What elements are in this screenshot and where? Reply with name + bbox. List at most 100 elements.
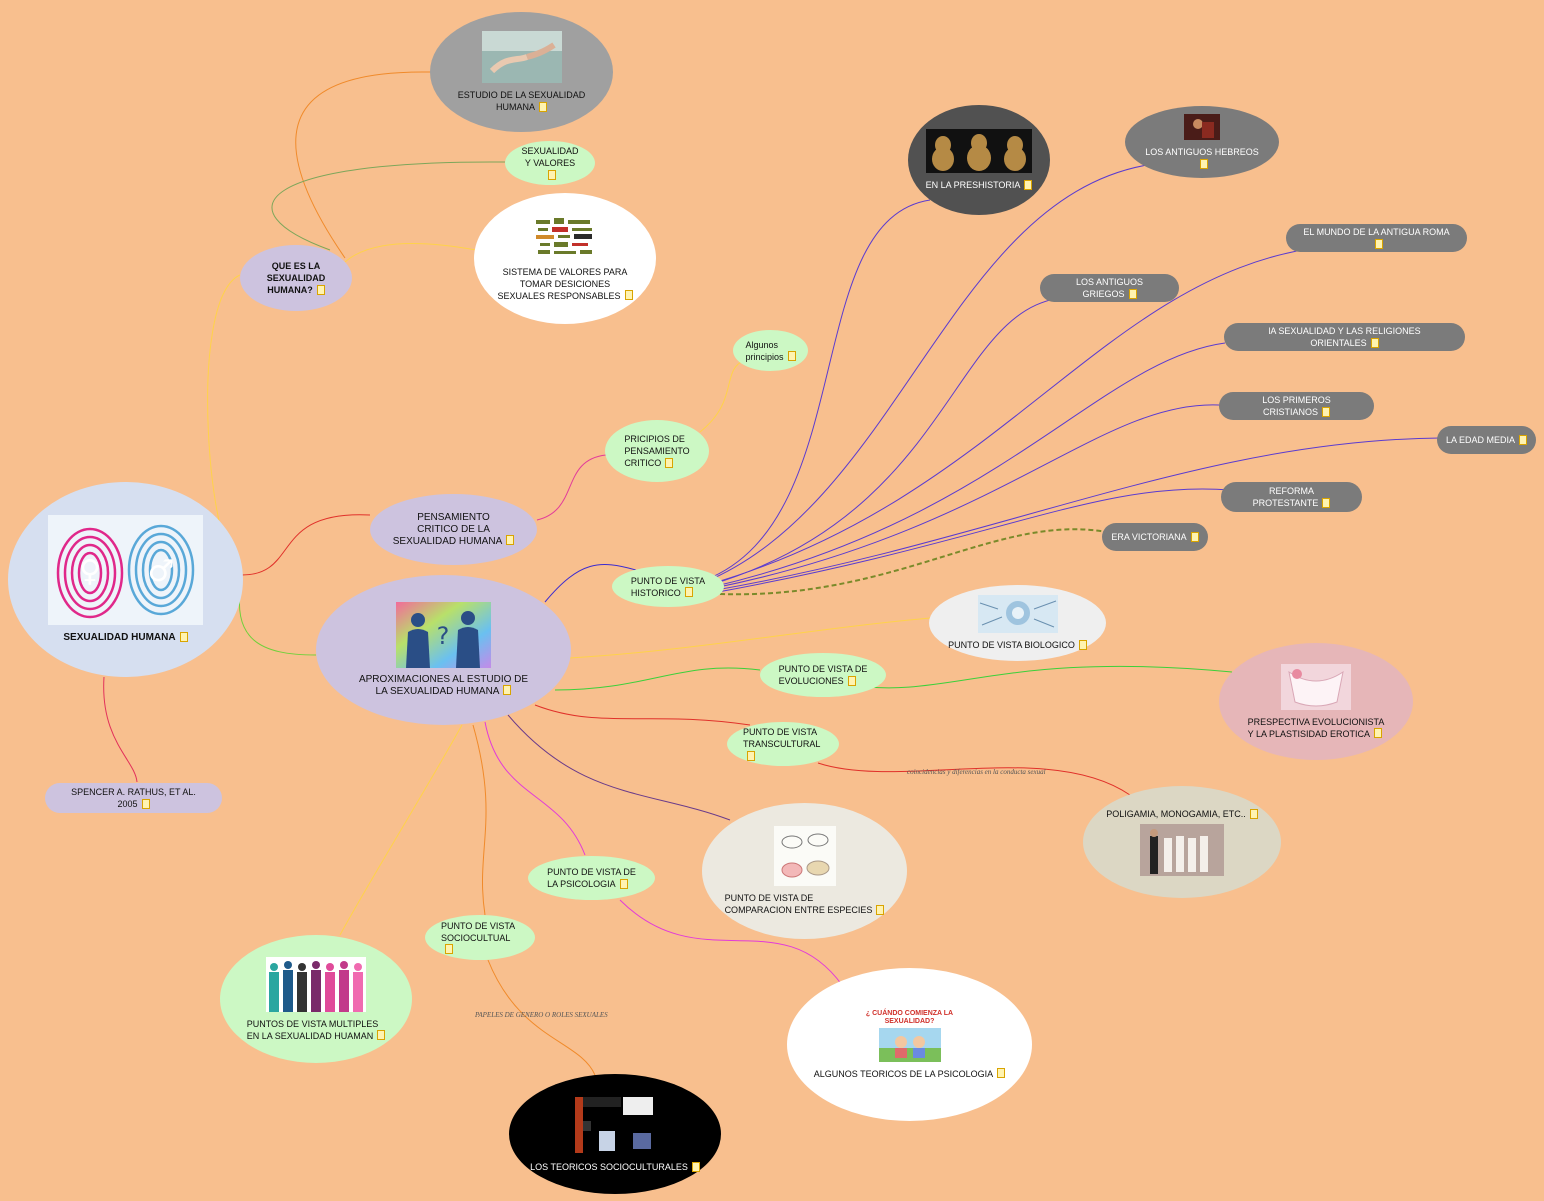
svg-text:♀: ♀ [79,554,101,589]
node-prehistoria[interactable]: EN LA PRESHISTORIA [908,105,1050,215]
griegos-label: LOS ANTIGUOS GRIEGOS [1075,277,1144,299]
note-icon [1078,639,1087,650]
node-cristianos[interactable]: LOS PRIMEROS CRISTIANOS [1219,392,1374,420]
psychology-image-caption: ¿ CUÁNDO COMIENZA LA SEXUALIDAD? [865,1009,954,1025]
word-cloud-image [536,217,592,254]
evolucionista-label: PRESPECTIVA EVOLUCIONISTA Y LA PLASTISID… [1247,716,1385,739]
children-image [878,1027,941,1062]
note-icon [665,457,674,468]
roma-label: EL MUNDO DE LA ANTIGUA ROMA [1303,227,1450,237]
node-griegos[interactable]: LOS ANTIGUOS GRIEGOS [1040,274,1179,302]
note-icon [445,944,453,955]
node-aproximaciones[interactable]: ? APROXIMACIONES AL ESTUDIO DE LA SEXUAL… [316,575,571,725]
biologico-label: PUNTO DE VISTA BIOLOGICO [948,640,1075,650]
node-biologico[interactable]: PUNTO DE VISTA BIOLOGICO [929,585,1106,661]
node-victoriana[interactable]: ERA VICTORIANA [1102,523,1208,551]
note-icon [1249,808,1258,819]
node-estudio[interactable]: ESTUDIO DE LA SEXUALIDAD HUMANA [430,12,613,132]
svg-text:?: ? [437,622,450,650]
link-evoluciones-evolucionista [849,665,1233,689]
link-aprox-sociocultural [472,724,487,916]
node-evoluciones[interactable]: PUNTO DE VISTA DE EVOLUCIONES [760,653,886,697]
valores-label: SEXUALIDAD Y VALORES [521,146,579,168]
node-edad-media[interactable]: LA EDAD MEDIA [1437,426,1536,454]
node-roma[interactable]: EL MUNDO DE LA ANTIGUA ROMA [1286,224,1467,252]
link-root-reference [103,676,138,783]
node-teoricos-psicologia[interactable]: ¿ CUÁNDO COMIENZA LA SEXUALIDAD? ALGUNOS… [787,968,1032,1121]
cristianos-label: LOS PRIMEROS CRISTIANOS [1262,395,1331,417]
prehistoria-label: EN LA PRESHISTORIA [925,180,1021,190]
reference-label: SPENCER A. RATHUS, ET AL. 2005 [71,787,196,809]
node-hebreos[interactable]: LOS ANTIGUOS HEBREOS [1125,106,1279,178]
note-icon [503,685,512,696]
principios-label: PRICIPIOS DE PENSAMIENTO CRITICO [624,434,690,468]
hands-image [481,31,562,83]
note-icon [141,798,150,809]
estudio-label: ESTUDIO DE LA SEXUALIDAD HUMANA [457,90,586,112]
aproximaciones-label: APROXIMACIONES AL ESTUDIO DE LA SEXUALID… [358,674,529,697]
node-sexualidad-humana[interactable]: ♀ ♂ SEXUALIDAD HUMANA [8,482,243,677]
note-icon [316,284,325,295]
node-especies[interactable]: PUNTO DE VISTA DE COMPARACION ENTRE ESPE… [702,803,907,939]
note-icon [997,1068,1006,1079]
node-reforma[interactable]: REFORMA PROTESTANTE [1221,482,1362,512]
que-es-label: QUE ES LA SEXUALIDAD HUMANA? [266,261,326,295]
lace-image [1281,663,1351,710]
node-que-es[interactable]: QUE ES LA SEXUALIDAD HUMANA? [240,245,352,311]
node-sistema[interactable]: SISTEMA DE VALORES PARA TOMAR DESICIONES… [474,193,656,324]
silhouettes-question-image: ? [396,602,491,668]
note-icon [619,878,628,889]
teoricos-socioculturales-label: LOS TEORICOS SOCIOCULTURALES [530,1162,688,1172]
node-principios[interactable]: PRICIPIOS DE PENSAMIENTO CRITICO [605,420,709,482]
link-pens-principios [536,454,607,521]
sperm-cell-image [977,595,1058,633]
node-evolucionista[interactable]: PRESPECTIVA EVOLUCIONISTA Y LA PLASTISID… [1219,643,1413,760]
link-psicologia-teoricos [619,899,843,986]
note-icon [684,587,693,598]
especies-label: PUNTO DE VISTA DE COMPARACION ENTRE ESPE… [724,893,873,915]
note-icon [179,631,188,642]
node-valores[interactable]: SEXUALIDAD Y VALORES [505,141,595,185]
link-transcultural-poligamia [817,762,1131,796]
node-poligamia[interactable]: POLIGAMIA, MONOGAMIA, ETC.. [1083,786,1281,898]
orientales-label: lA SEXUALIDAD Y LAS RELIGIONES ORIENTALE… [1268,326,1421,348]
note-icon [787,351,796,362]
link-aprox-multiples [339,724,463,936]
note-icon [1200,158,1208,169]
edge-label-coincidencias: coincidencias y diferencias en la conduc… [907,768,1046,776]
node-algunos[interactable]: Algunos principios [733,330,808,371]
note-icon [1370,337,1379,348]
node-psicologia[interactable]: PUNTO DE VISTA DE LA PSICOLOGIA [528,856,655,900]
node-transcultural[interactable]: PUNTO DE VISTA TRANSCULTURAL [727,722,839,766]
links-historico [704,164,1441,593]
node-teoricos-socioculturales[interactable]: LOS TEORICOS SOCIOCULTURALES [509,1074,721,1194]
evoluciones-label: PUNTO DE VISTA DE EVOLUCIONES [778,664,868,686]
svg-text:♂: ♂ [148,554,175,589]
note-icon [548,169,556,180]
node-pensamiento[interactable]: PENSAMIENTO CRITICO DE LA SEXUALIDAD HUM… [370,494,537,565]
node-historico[interactable]: PUNTO DE VISTA HISTORICO [612,566,724,607]
multiples-label: PUNTOS DE VISTA MULTIPLES EN LA SEXUALID… [246,1018,379,1041]
fingerprint-gender-image: ♀ ♂ [48,515,203,625]
transcultural-label: PUNTO DE VISTA TRANSCULTURAL [743,727,821,749]
node-sociocultural[interactable]: PUNTO DE VISTA SOCIOCULTUAL [425,915,535,960]
note-icon [1322,406,1330,417]
algunos-label: Algunos principios [745,339,784,362]
note-icon [1374,728,1383,739]
note-icon [747,750,755,761]
historico-label: PUNTO DE VISTA HISTORICO [630,575,706,598]
note-icon [1190,531,1199,542]
note-icon [539,101,547,112]
psicologia-label: PUNTO DE VISTA DE LA PSICOLOGIA [547,867,636,889]
node-reference[interactable]: SPENCER A. RATHUS, ET AL. 2005 [45,783,222,813]
people-silhouettes-image [266,956,366,1012]
node-multiples[interactable]: PUNTOS DE VISTA MULTIPLES EN LA SEXUALID… [220,935,412,1063]
link-que-estudio [295,71,431,259]
slides-image [575,1097,653,1153]
reforma-label: REFORMA PROTESTANTE [1252,486,1319,508]
node-orientales[interactable]: lA SEXUALIDAD Y LAS RELIGIONES ORIENTALE… [1224,323,1465,351]
link-aprox-transcultural [534,704,751,726]
animals-comparison-image [773,826,836,886]
hebreos-label: LOS ANTIGUOS HEBREOS [1145,147,1259,157]
